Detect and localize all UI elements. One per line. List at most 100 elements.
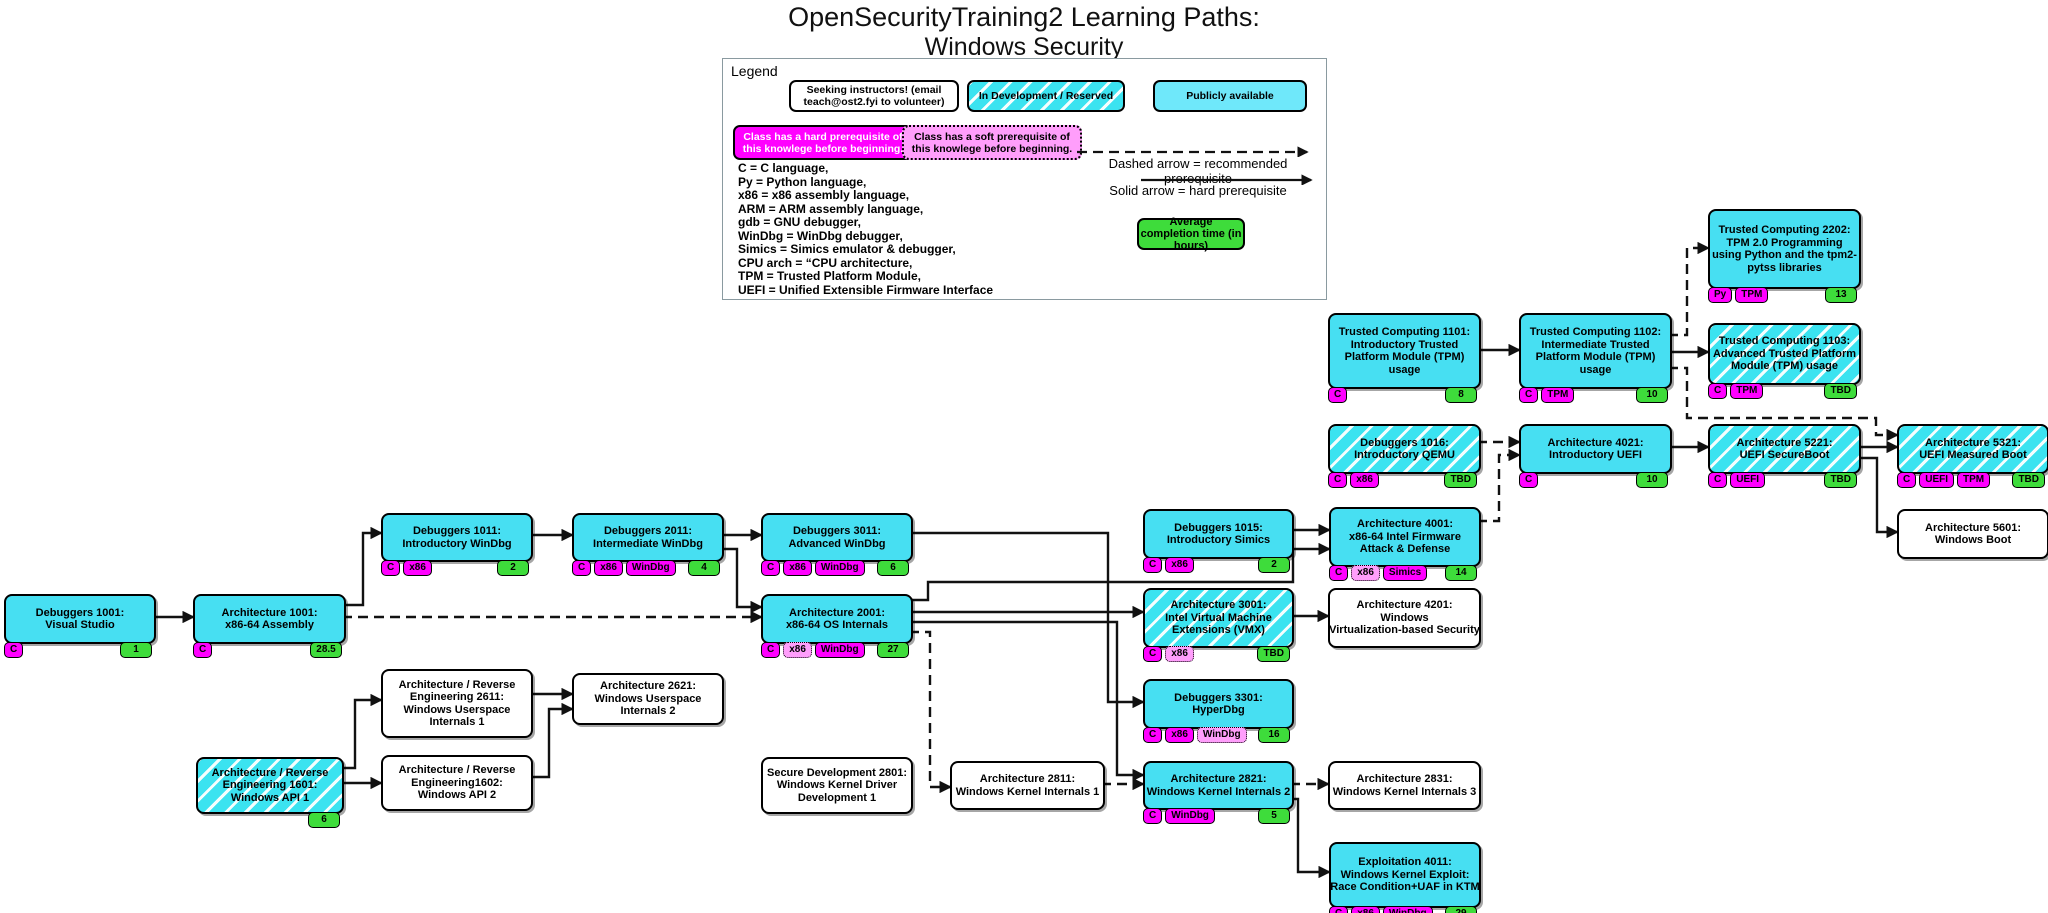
course-node-e4011[interactable]: Exploitation 4011:Windows Kernel Exploit… [1329,842,1481,908]
course-node-a2001[interactable]: Architecture 2001:x86-64 OS Internals [761,594,913,644]
legend-box: Legend Seeking instructors! (email teach… [722,58,1327,300]
completion-time-badge-tc1102: 10 [1636,387,1668,403]
completion-time-badge-d2011: 4 [688,560,720,576]
course-node-a5601[interactable]: Architecture 5601:Windows Boot [1897,509,2048,559]
completion-time-badge-d1001: 1 [120,642,152,658]
course-node-a2811[interactable]: Architecture 2811:Windows Kernel Interna… [950,761,1105,810]
page-title-line2: Windows Security [924,33,1124,61]
completion-time-badge-a2001: 27 [877,642,909,658]
course-title-line: Windows [1380,611,1429,624]
prereq-tag-c: C [1328,387,1348,403]
course-title-line: Windows Userspace [403,703,511,716]
course-title-line: Development 1 [797,791,877,804]
course-title-line: Debuggers 1015: [1174,521,1263,534]
course-title-line: Trusted Computing 1102: [1529,326,1662,338]
completion-time-badge-tc1103: TBD [1824,383,1857,399]
abbreviation-line: TPM = Trusted Platform Module, [738,269,922,283]
course-node-tc2202[interactable]: Trusted Computing 2202:TPM 2.0 Programmi… [1708,209,1861,289]
course-title-line: Architecture / Reverse [211,766,329,779]
course-node-d3301[interactable]: Debuggers 3301:HyperDbg [1143,679,1294,729]
course-node-sd2801[interactable]: Secure Development 2801:Windows Kernel D… [761,757,913,814]
completion-time-badge-re1601: 6 [308,812,340,828]
prereq-tag-x86: x86 [1165,557,1194,573]
course-node-tc1101[interactable]: Trusted Computing 1101:Introductory Trus… [1328,313,1481,389]
course-title-line: Architecture / Reverse [398,678,516,691]
legend-label: Legend [731,63,778,79]
prereq-tag-c: C [761,642,781,658]
course-title-line: UEFI SecureBoot [1739,449,1830,461]
abbreviation-line: UEFI = Unified Extensible Firmware Inter… [738,282,994,297]
course-node-a4021[interactable]: Architecture 4021:Introductory UEFI [1519,424,1672,474]
course-title-line: usage [1579,363,1612,376]
course-title-line: Architecture 5321: [1925,436,2021,449]
course-title-line: Windows Kernel Internals 2 [1146,785,1291,798]
course-title-line: Trusted Computing 1101: [1338,326,1471,338]
course-node-a5321[interactable]: Architecture 5321:UEFI Measured Boot [1897,424,2048,474]
course-title-line: TPM 2.0 Programming [1726,236,1843,249]
course-node-tc1102[interactable]: Trusted Computing 1102:Intermediate Trus… [1519,313,1672,389]
course-node-tc1103[interactable]: Trusted Computing 1103:Advanced Trusted … [1708,323,1861,385]
course-title-line: Windows API 2 [417,789,497,802]
edge-tc1102-to-a5321-dashed [1668,366,1899,442]
course-title-line: x86-64 Assembly [225,619,314,631]
completion-time-badge-a3001: TBD [1257,646,1290,662]
completion-time-badge-e4011: 29 [1445,906,1477,913]
course-node-d1016[interactable]: Debuggers 1016:Introductory QEMU [1328,424,1481,474]
prereq-tag-x86: x86 [1350,472,1379,488]
course-title-line: Introductory UEFI [1549,449,1642,461]
completion-time-badge-tc2202: 13 [1825,287,1857,303]
course-node-a2821[interactable]: Architecture 2821:Windows Kernel Interna… [1143,761,1294,810]
completion-time-badge-d1016: TBD [1444,472,1477,488]
course-title-line: Architecture 3001: [1170,599,1267,612]
prereq-tag-c: C [1143,727,1163,743]
prereq-tag-c: C [1708,383,1728,399]
course-node-d1015[interactable]: Debuggers 1015:Introductory Simics [1143,509,1294,559]
prereq-tag-py: Py [1708,287,1733,303]
legend-average-completion-time: Average completion time (in hours) [1137,216,1245,252]
prereq-tag-c: C [1329,565,1349,581]
course-title-line: Debuggers 3011: [792,525,882,537]
abbreviation-line: CPU arch = “CPU architecture, [738,255,913,270]
course-title-line: Architecture 2621: [600,680,696,693]
course-title-line: Windows Kernel Exploit: [1340,868,1470,881]
course-title-line: Virtualization-based Security [1329,624,1480,637]
edge-a5221-to-a5601-solid [1857,456,1899,539]
course-title-line: Introductory Simics [1166,534,1271,546]
course-title-line: Windows Userspace [594,692,702,705]
prereq-tag-c: C [1708,472,1728,488]
course-node-a1001[interactable]: Architecture 1001:x86-64 Assembly [193,594,346,644]
prereq-tag-c: C [1519,472,1539,488]
course-title-line: Engineering 1601: [222,779,318,792]
completion-time-badge-a4001: 14 [1445,565,1477,581]
course-node-d1001[interactable]: Debuggers 1001:Visual Studio [4,594,156,644]
prereq-tag-c: C [1329,906,1349,913]
course-node-d1011[interactable]: Debuggers 1011:Introductory WinDbg [381,513,533,562]
legend-seeking-instructors: Seeking instructors! (email teach@ost2.f… [789,80,959,112]
course-node-d3011[interactable]: Debuggers 3011:Advanced WinDbg [761,513,913,562]
course-node-a5221[interactable]: Architecture 5221:UEFI SecureBoot [1708,424,1861,474]
course-node-d2011[interactable]: Debuggers 2011:Intermediate WinDbg [572,513,724,562]
course-title-line: Architecture 5221: [1736,436,1833,449]
course-title-line: usage [1388,363,1421,376]
edge-a2001-to-a4001-solid [909,542,1331,602]
course-title-line: Debuggers 2011: [603,525,693,537]
course-title-line: Advanced Trusted Platform [1712,347,1857,360]
course-title-line: Windows Kernel Driver [776,779,898,792]
course-node-a2831[interactable]: Architecture 2831:Windows Kernel Interna… [1328,761,1481,810]
prereq-tag-x86: x86 [1351,906,1380,913]
course-title-line: Exploitation 4011: [1358,856,1452,869]
edge-a2001-to-a2821-solid [909,620,1145,782]
course-title-line: HyperDbg [1192,704,1245,716]
